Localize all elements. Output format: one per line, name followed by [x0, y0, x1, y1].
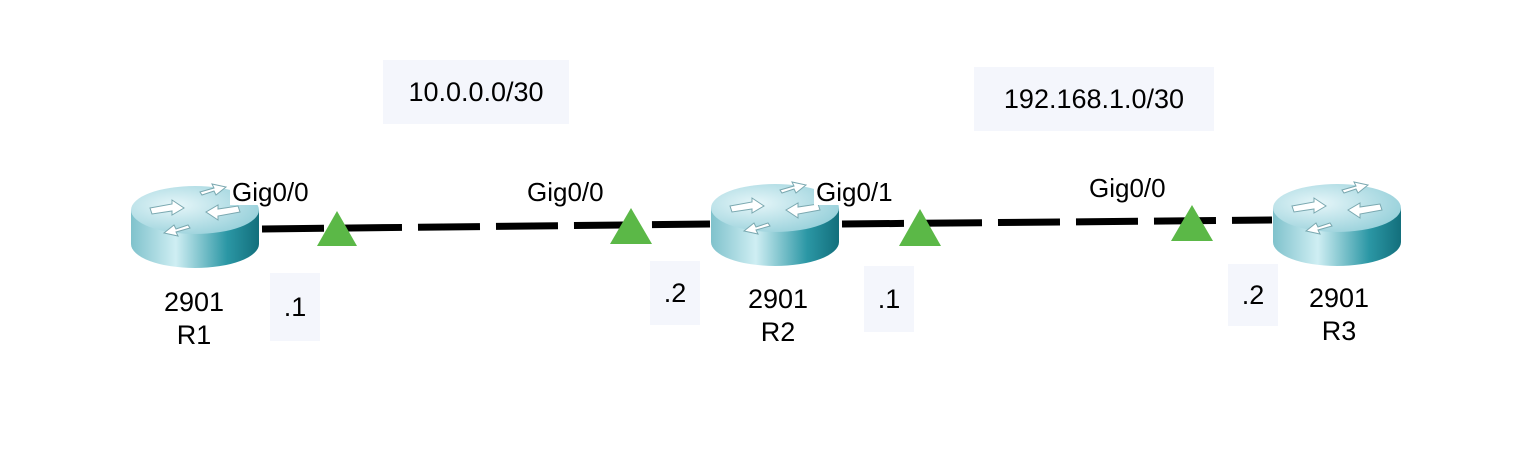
- device-model-r1: 2901: [163, 287, 225, 317]
- host-address-r1-gig00: .1: [270, 273, 320, 341]
- router-r1[interactable]: [128, 182, 263, 272]
- interface-label-r3-gig00: Gig0/0: [1087, 173, 1168, 203]
- device-label-r3: 2901 R3: [1279, 282, 1399, 348]
- link-r2-r3[interactable]: [841, 216, 1273, 228]
- host-address-r3-gig00: .2: [1228, 264, 1278, 326]
- device-name-r1: R1: [176, 319, 212, 350]
- port-up-icon-r1-gig00: [317, 211, 357, 246]
- device-label-r1: 2901 R1: [134, 286, 254, 352]
- router-r2[interactable]: [708, 180, 843, 270]
- port-up-icon-r3-gig00: [1171, 205, 1213, 241]
- device-model-r3: 2901: [1308, 283, 1370, 313]
- host-address-r2-gig01: .1: [864, 266, 914, 332]
- device-model-r2: 2901: [747, 284, 809, 314]
- subnet-label-net1: 10.0.0.0/30: [383, 60, 569, 124]
- interface-label-r2-gig00: Gig0/0: [525, 177, 606, 207]
- interface-label-r1-gig00: Gig0/0: [230, 177, 311, 207]
- host-address-r2-gig00: .2: [650, 261, 700, 325]
- device-name-r2: R2: [760, 316, 796, 347]
- device-name-r3: R3: [1321, 315, 1357, 346]
- router-icon: [131, 183, 259, 268]
- router-icon: [1273, 181, 1401, 266]
- port-up-icon-r2-gig00: [610, 208, 652, 244]
- port-up-icon-r2-gig01: [899, 209, 941, 246]
- link-r2-r3-line: [841, 216, 1273, 228]
- device-label-r2: 2901 R2: [718, 283, 838, 349]
- router-icon: [711, 181, 839, 266]
- interface-label-r2-gig01: Gig0/1: [814, 177, 895, 207]
- router-r3[interactable]: [1270, 180, 1405, 270]
- subnet-label-net2: 192.168.1.0/30: [974, 67, 1214, 131]
